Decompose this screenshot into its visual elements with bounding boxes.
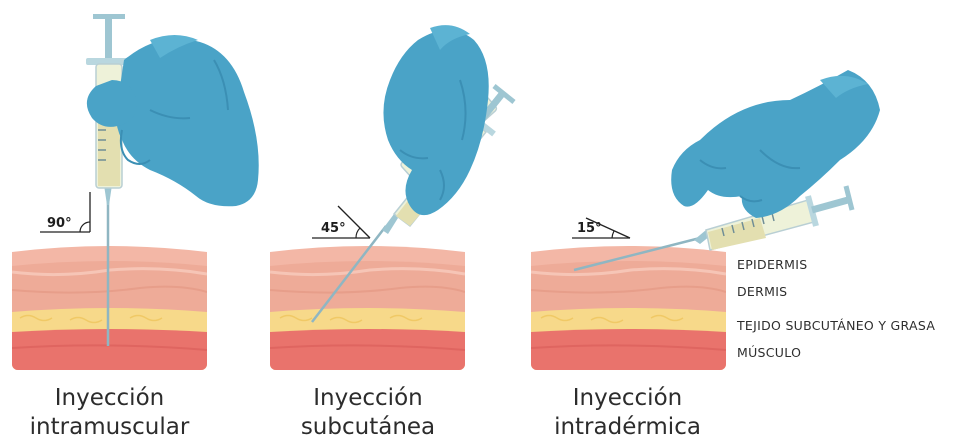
layer-label-dermis: DERMIS (737, 284, 787, 299)
angle-marker-15: 15° (572, 218, 630, 238)
angle-label-45: 45° (321, 221, 346, 236)
layer-label-epidermis: EPIDERMIS (737, 257, 807, 272)
caption-subcutanea: Inyección subcutánea (262, 384, 474, 442)
angle-marker-90: 90° (40, 192, 90, 232)
gloved-hand-subcutanea (383, 25, 488, 215)
angle-label-15: 15° (577, 221, 602, 236)
skin-block-subcutanea (270, 246, 465, 372)
angle-marker-45: 45° (312, 206, 370, 238)
layer-label-subcutaneous: TEJIDO SUBCUTÁNEO Y GRASA (737, 318, 935, 333)
skin-block-intradermica (531, 246, 726, 372)
skin-block-intramuscular (12, 246, 207, 372)
caption-intradermica: Inyección intradérmica (520, 384, 735, 442)
panel-intramuscular: 90° (12, 14, 259, 372)
caption-intradermica-line1: Inyección (520, 384, 735, 413)
caption-subcutanea-line2: subcutánea (262, 413, 474, 442)
caption-intradermica-line2: intradérmica (520, 413, 735, 442)
caption-subcutanea-line1: Inyección (262, 384, 474, 413)
layer-label-muscle: MÚSCULO (737, 345, 801, 360)
angle-label-90: 90° (47, 216, 72, 231)
caption-intramuscular: Inyección intramuscular (2, 384, 217, 442)
caption-intramuscular-line1: Inyección (2, 384, 217, 413)
caption-intramuscular-line2: intramuscular (2, 413, 217, 442)
panel-subcutanea: 45° (270, 25, 514, 372)
